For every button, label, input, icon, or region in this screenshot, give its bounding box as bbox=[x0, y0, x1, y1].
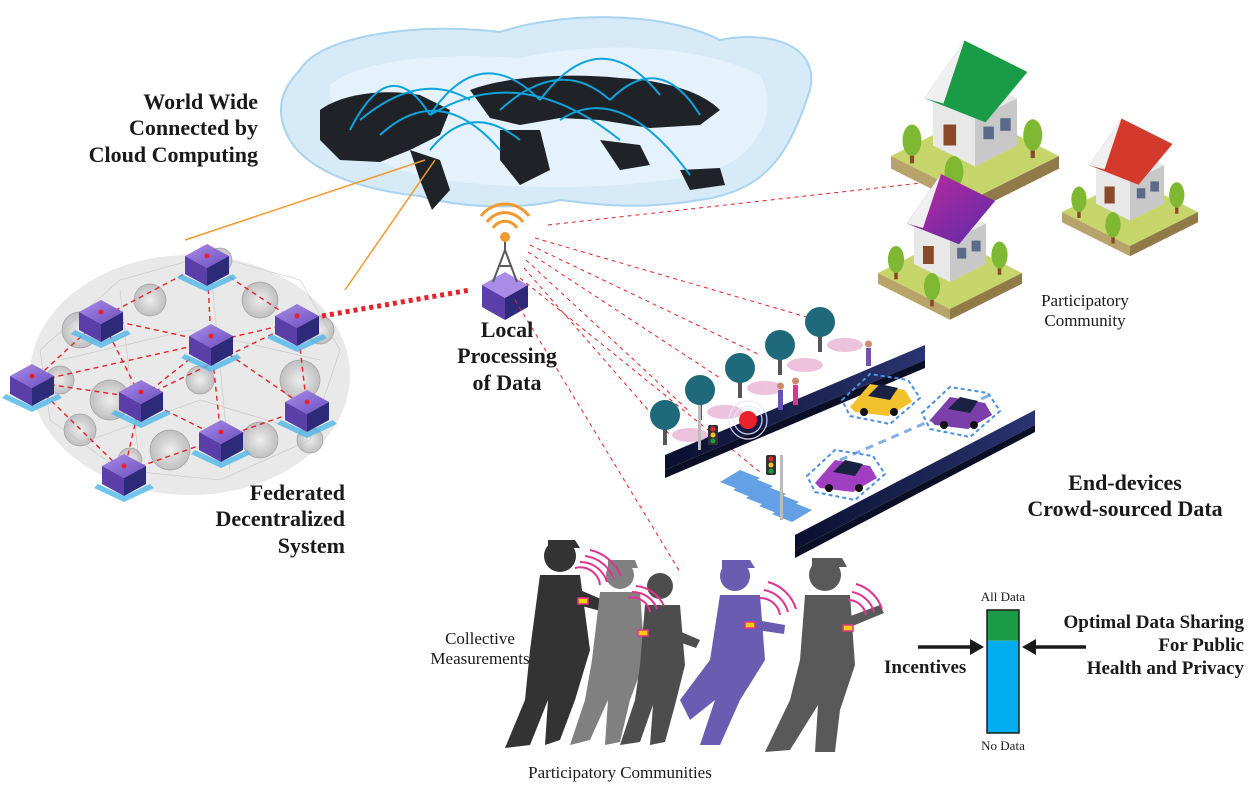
gauge-top-label: All Data bbox=[980, 589, 1026, 604]
stop-sign-icon bbox=[739, 411, 757, 429]
label-line: Decentralized bbox=[215, 506, 346, 532]
participatory-communities-people bbox=[505, 540, 884, 752]
connection-arcs bbox=[349, 57, 701, 176]
data-sharing-gauge bbox=[986, 609, 1020, 734]
incentives-label: Incentives bbox=[884, 657, 967, 678]
label-line: of Data bbox=[472, 369, 542, 395]
pedestrian-silhouette-icon bbox=[765, 558, 884, 752]
traffic-light-icon bbox=[698, 405, 783, 520]
pedestrian-silhouette-icon bbox=[620, 573, 700, 745]
label-line: World Wide bbox=[143, 89, 258, 114]
incentive-arrows bbox=[918, 639, 1086, 655]
label-line: End-devices bbox=[1068, 470, 1182, 495]
cloud-computing-label: World Wide Connected by Cloud Computing bbox=[58, 89, 258, 168]
node-icon bbox=[191, 420, 251, 468]
federated-system-label: Federated Decentralized System bbox=[150, 480, 346, 559]
node-icon bbox=[111, 380, 171, 428]
gauge-shared-fill bbox=[987, 610, 1019, 641]
label-line: Local bbox=[480, 317, 534, 342]
label-line: Federated bbox=[249, 480, 345, 505]
house-icon bbox=[878, 174, 1022, 320]
label-line: Processing bbox=[457, 343, 557, 369]
label-line: Measurements bbox=[430, 649, 530, 669]
arrow-right-icon bbox=[970, 639, 984, 655]
node-icon bbox=[177, 244, 237, 292]
gauge-frame bbox=[986, 609, 1020, 734]
label-line: Crowd-sourced Data bbox=[1027, 496, 1223, 522]
world-map-icon bbox=[320, 57, 725, 210]
label-line: Optimal Data Sharing bbox=[1063, 612, 1244, 633]
car-icon bbox=[840, 372, 922, 426]
node-icon bbox=[2, 364, 62, 412]
label-line: For Public bbox=[1158, 634, 1244, 656]
end-devices-label: End-devices Crowd-sourced Data bbox=[1005, 470, 1245, 523]
node-icon bbox=[94, 454, 154, 502]
gauge-bottom-label: No Data bbox=[981, 738, 1025, 753]
tree-icon bbox=[765, 330, 795, 375]
local-processing-label: Local Processing of Data bbox=[432, 317, 582, 396]
street-scene bbox=[650, 307, 1035, 558]
node-icon bbox=[267, 304, 327, 352]
participatory-community-label: Participatory Community bbox=[1010, 291, 1160, 332]
smartphone-signal-icon bbox=[574, 549, 883, 616]
participatory-community-houses bbox=[878, 40, 1198, 320]
label-line: Connected by bbox=[129, 115, 258, 141]
pedestrian-silhouette-icon bbox=[505, 540, 615, 748]
tree-icon bbox=[650, 400, 680, 445]
node-icon bbox=[181, 324, 241, 372]
car-icon bbox=[920, 385, 1002, 439]
pedestrian-icon bbox=[777, 340, 872, 410]
house-icon bbox=[891, 40, 1059, 211]
optimal-sharing-label: Optimal Data Sharing For Public Health a… bbox=[1020, 612, 1244, 680]
participatory-communities-label: Participatory Communities bbox=[528, 763, 712, 782]
tree-icon bbox=[725, 353, 755, 398]
federated-to-local-link bbox=[321, 287, 471, 319]
pedestrian-silhouette-icon bbox=[680, 560, 785, 745]
label-line: System bbox=[277, 532, 345, 558]
label-line: Health and Privacy bbox=[1086, 657, 1244, 679]
tree-icon bbox=[805, 307, 835, 352]
federated-network bbox=[2, 244, 350, 502]
car-icon bbox=[805, 448, 887, 502]
cloud-links bbox=[184, 159, 436, 291]
house-icon bbox=[1062, 118, 1198, 257]
collective-measurements-label: Collective Measurements bbox=[410, 629, 550, 670]
label-line: Participatory bbox=[1041, 291, 1129, 310]
arrow-left-icon bbox=[1022, 639, 1036, 655]
label-line: Cloud Computing bbox=[88, 141, 258, 167]
label-line: Community bbox=[1044, 311, 1126, 331]
label-line: Collective bbox=[445, 629, 515, 648]
antenna-tower-icon bbox=[479, 202, 531, 320]
gauge-private-fill bbox=[987, 640, 1019, 733]
node-icon bbox=[71, 300, 131, 348]
node-icon bbox=[277, 390, 337, 438]
